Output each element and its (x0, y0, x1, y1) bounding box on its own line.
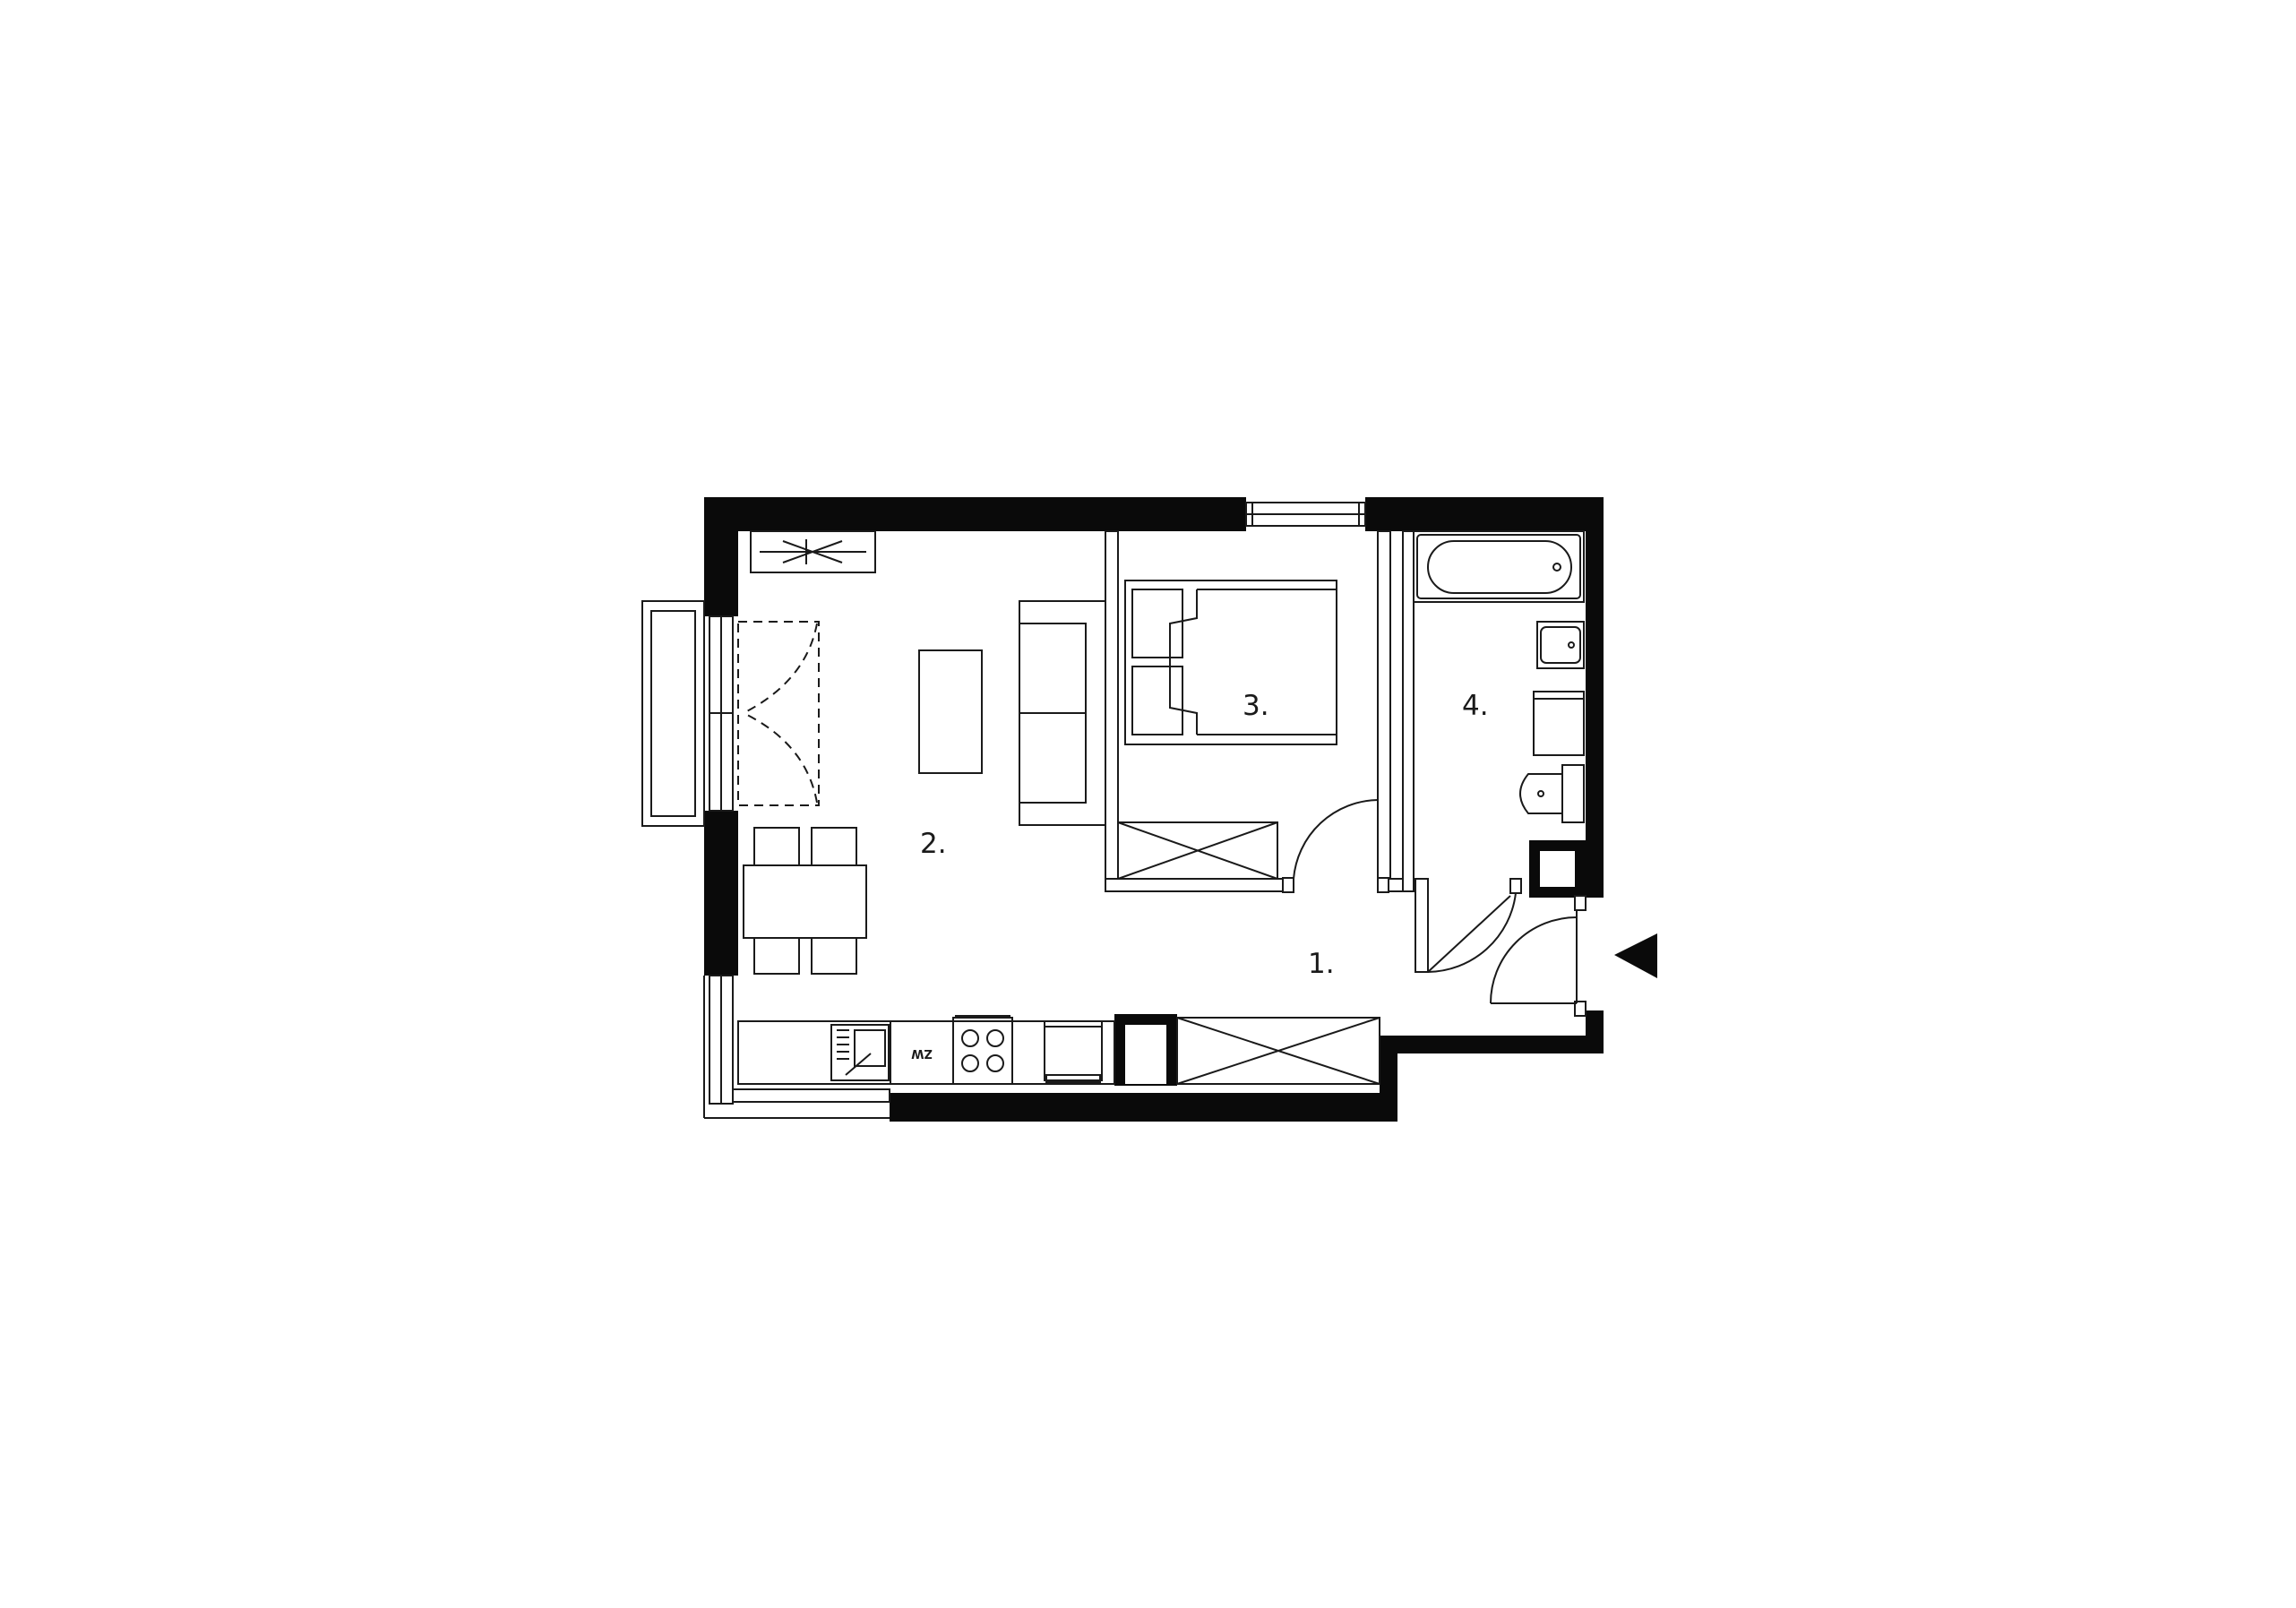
chair (753, 937, 800, 975)
exterior-walls (704, 497, 1604, 1122)
bed (1124, 580, 1337, 745)
window-kitchen-bottom (732, 1088, 890, 1103)
wall-bottom (890, 1093, 1397, 1122)
balcony (641, 600, 820, 827)
room-label-living: 2. (920, 828, 947, 860)
hall-wardrobe (1176, 1017, 1380, 1085)
kitchen: ZW (737, 1015, 1380, 1085)
sink-icon (830, 1024, 890, 1081)
windows (703, 502, 1366, 1119)
chair (811, 937, 857, 975)
radiator (750, 530, 876, 573)
bedroom-wardrobe (1117, 821, 1278, 880)
entrance-arrow-icon (1614, 933, 1657, 978)
balcony-inner (650, 610, 696, 817)
dishwasher-label: ZW (911, 1046, 933, 1060)
partition-bathroom-left (1402, 530, 1415, 892)
room-labels: 1. 2. 3. 4. (920, 690, 1489, 980)
shaft-kitchen-inner (1125, 1025, 1166, 1084)
partition-bedroom-right (1377, 530, 1391, 892)
partition-bedroom-left (1105, 530, 1119, 892)
bathroom-fixtures (1413, 530, 1585, 823)
chair (811, 827, 857, 866)
wall-lower-right (1380, 1036, 1604, 1053)
balcony-door-swing-area (737, 621, 820, 806)
wall-right-upper (1586, 497, 1604, 898)
bedroom-furniture (1117, 580, 1337, 880)
balcony-outer (641, 600, 705, 827)
chair (753, 827, 800, 866)
washbasin-icon (1536, 621, 1585, 669)
toilet-icon (1519, 773, 1562, 814)
shaft-bathroom-inner (1540, 851, 1575, 887)
fridge (1044, 1020, 1103, 1081)
wall-left-middle (704, 811, 738, 976)
bathtub-icon (1413, 530, 1585, 603)
doors (1293, 799, 1657, 1004)
toilet-cistern (1561, 764, 1585, 823)
room-label-bedroom: 3. (1243, 690, 1269, 722)
washing-machine (1533, 691, 1585, 756)
dining-table (743, 864, 867, 939)
coffee-table (918, 649, 983, 774)
living-furniture (743, 530, 1106, 975)
partition-bathroom-bottom (1415, 878, 1429, 973)
room-label-hall: 1. (1308, 948, 1335, 980)
pillow (1131, 589, 1183, 658)
stove-icon (952, 1017, 1013, 1085)
partitions (1105, 530, 1587, 1017)
wall-left-upper (704, 497, 738, 616)
room-label-bathroom: 4. (1462, 690, 1489, 722)
door-bathroom-leaf (1427, 895, 1511, 973)
wall-top-right (1365, 497, 1604, 531)
pillow (1131, 666, 1183, 735)
partition-bedroom-bottom (1105, 878, 1294, 892)
wall-top-left (704, 497, 1246, 531)
